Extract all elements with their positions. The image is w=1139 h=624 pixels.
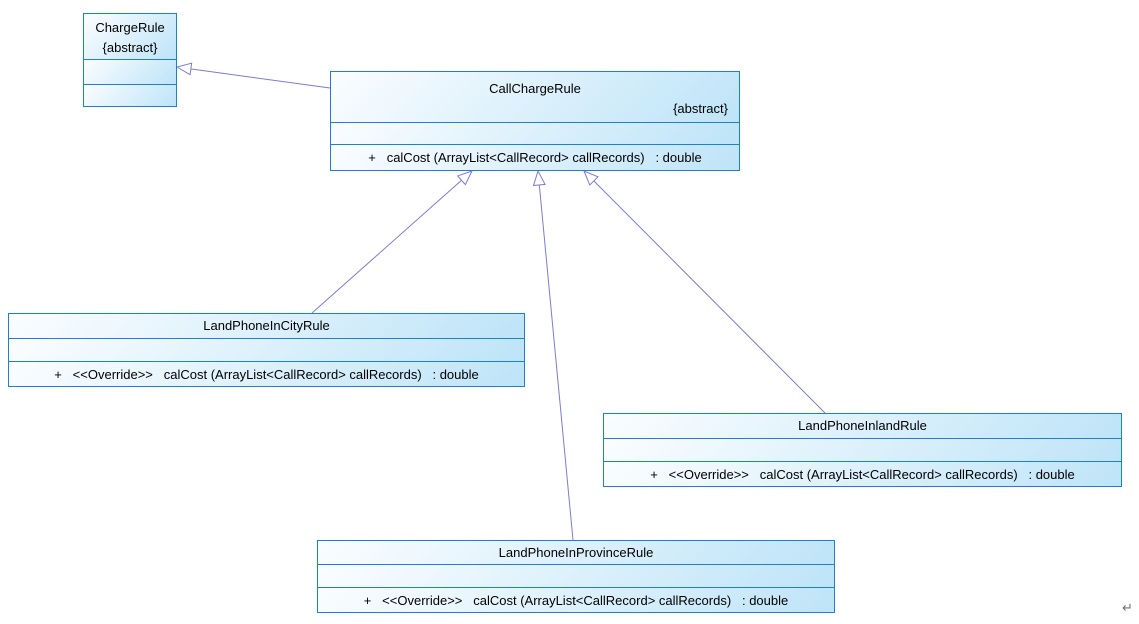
attributes-compartment [9, 338, 524, 361]
attributes-compartment [84, 59, 176, 84]
class-name: ChargeRule [95, 20, 165, 35]
class-box-landphoneinprovincerule[interactable]: LandPhoneInProvinceRule + <<Override>> c… [317, 540, 835, 613]
class-name: LandPhoneInProvinceRule [498, 544, 654, 560]
class-box-landphoneinlandrule[interactable]: LandPhoneInlandRule + <<Override>> calCo… [603, 413, 1122, 487]
attributes-compartment [604, 438, 1121, 461]
methods-text: + <<Override>> calCost (ArrayList<CallRe… [54, 366, 479, 382]
class-name: CallChargeRule [489, 81, 581, 96]
methods-compartment: + <<Override>> calCost (ArrayList<CallRe… [318, 587, 834, 612]
generalization-connector-LandPhoneInlandRule-to-CallChargeRule[interactable] [584, 171, 826, 414]
class-header: LandPhoneInProvinceRule [318, 541, 834, 564]
methods-compartment: + <<Override>> calCost (ArrayList<CallRe… [604, 461, 1121, 486]
generalization-connector-CallChargeRule-to-ChargeRule[interactable] [177, 67, 331, 89]
class-header: LandPhoneInCityRule [9, 314, 524, 338]
class-name: LandPhoneInlandRule [798, 418, 927, 433]
class-box-callchargerule[interactable]: CallChargeRule {abstract} + calCost (Arr… [330, 71, 740, 171]
class-stereotype: {abstract} [673, 101, 728, 116]
class-header: CallChargeRule {abstract} [331, 72, 739, 122]
methods-text: + calCost (ArrayList<CallRecord> callRec… [368, 150, 702, 165]
class-box-chargerule[interactable]: ChargeRule {abstract} [83, 13, 177, 107]
generalization-connector-LandPhoneInProvinceRule-to-CallChargeRule[interactable] [538, 171, 574, 541]
class-box-landphoneincityrule[interactable]: LandPhoneInCityRule + <<Override>> calCo… [8, 313, 525, 387]
class-stereotype: {abstract} [102, 40, 158, 55]
paragraph-return-mark: ↵ [1122, 600, 1133, 615]
methods-compartment: + calCost (ArrayList<CallRecord> callRec… [331, 144, 739, 170]
generalization-connector-LandPhoneInCityRule-to-CallChargeRule[interactable] [311, 171, 472, 314]
class-header: ChargeRule {abstract} [84, 14, 176, 59]
methods-compartment [84, 84, 176, 106]
methods-text: + <<Override>> calCost (ArrayList<CallRe… [650, 466, 1075, 482]
class-header: LandPhoneInlandRule [604, 414, 1121, 438]
attributes-compartment [331, 122, 739, 144]
attributes-compartment [318, 564, 834, 587]
methods-text: + <<Override>> calCost (ArrayList<CallRe… [363, 592, 789, 608]
methods-compartment: + <<Override>> calCost (ArrayList<CallRe… [9, 361, 524, 386]
class-name: LandPhoneInCityRule [203, 318, 330, 333]
